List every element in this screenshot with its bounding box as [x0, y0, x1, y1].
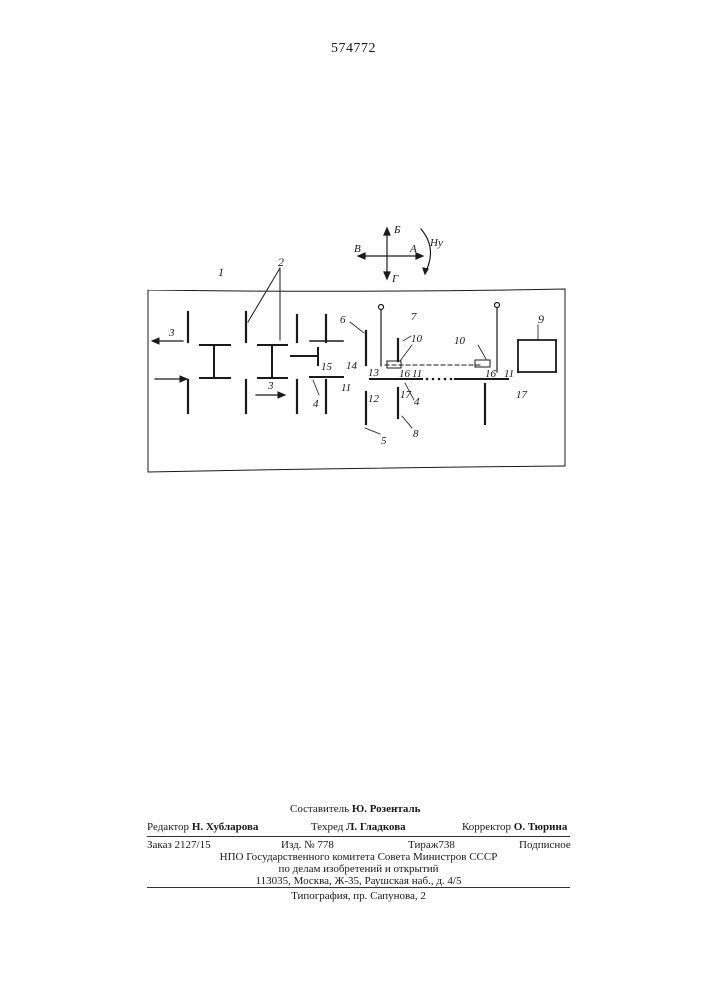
print-run: Тираж738	[408, 839, 455, 851]
label-16: 16	[485, 368, 497, 380]
order-number: Заказ 2127/15	[147, 839, 211, 851]
label-12: 12	[368, 393, 380, 405]
arrow-right-in	[180, 376, 187, 382]
label-9: 9	[538, 312, 544, 326]
label-4: 4	[414, 396, 420, 408]
divider	[147, 887, 570, 888]
address-line: 113035, Москва, Ж-35, Раушская наб., д. …	[0, 875, 707, 887]
label-3: 3	[267, 380, 274, 392]
label-8: 8	[413, 428, 419, 440]
techred-line: Техред Л. Гладкова	[311, 821, 406, 833]
label-7: 7	[411, 311, 417, 323]
label-3: 3	[168, 327, 175, 339]
divider	[147, 836, 570, 837]
label-10: 10	[411, 333, 423, 345]
label-6: 6	[340, 314, 346, 326]
label-16: 16	[399, 368, 411, 380]
arrow-left-3	[152, 338, 159, 344]
label-11: 11	[341, 382, 351, 394]
rotation-arc	[421, 229, 430, 271]
figure-frame	[148, 289, 565, 472]
electrode-set-left	[188, 312, 326, 413]
label-11: 11	[504, 368, 514, 380]
label-14: 14	[346, 360, 358, 372]
arrow-right-3	[278, 392, 285, 398]
corrector-line: Корректор О. Тюрина	[462, 821, 567, 833]
compiler-line: Составитель Ю. Розенталь	[290, 803, 420, 815]
edition-number: Изд. № 778	[281, 839, 334, 851]
label-5: 5	[381, 435, 387, 447]
subscription-note: Подписное	[519, 839, 571, 851]
lens-elements	[200, 345, 287, 378]
direction-v-label: В	[354, 243, 361, 255]
dotted-path	[426, 378, 453, 381]
printer-line: Типография, пр. Сапунова, 2	[0, 890, 707, 902]
direction-g-label: Г	[391, 273, 399, 285]
organization-line-1: НПО Государственного комитета Совета Мин…	[0, 851, 707, 863]
direction-a-label: А	[409, 243, 417, 255]
label-17: 17	[400, 389, 412, 401]
label-17: 17	[516, 389, 528, 401]
detector-9	[518, 340, 556, 372]
label-11: 11	[412, 368, 422, 380]
organization-line-2: по делам изобретений и открытий	[0, 863, 707, 875]
direction-hy-label: Ну	[429, 237, 443, 249]
label-2: 2	[278, 255, 284, 269]
probes	[379, 303, 500, 373]
label-13: 13	[368, 367, 380, 379]
label-10: 10	[454, 335, 466, 347]
element-16-right	[475, 360, 490, 367]
label-4: 4	[313, 398, 319, 410]
label-1: 1	[218, 265, 224, 279]
editor-line: Редактор Н. Хубларова	[147, 821, 258, 833]
direction-b-label: Б	[393, 224, 401, 236]
label-15: 15	[321, 361, 333, 373]
